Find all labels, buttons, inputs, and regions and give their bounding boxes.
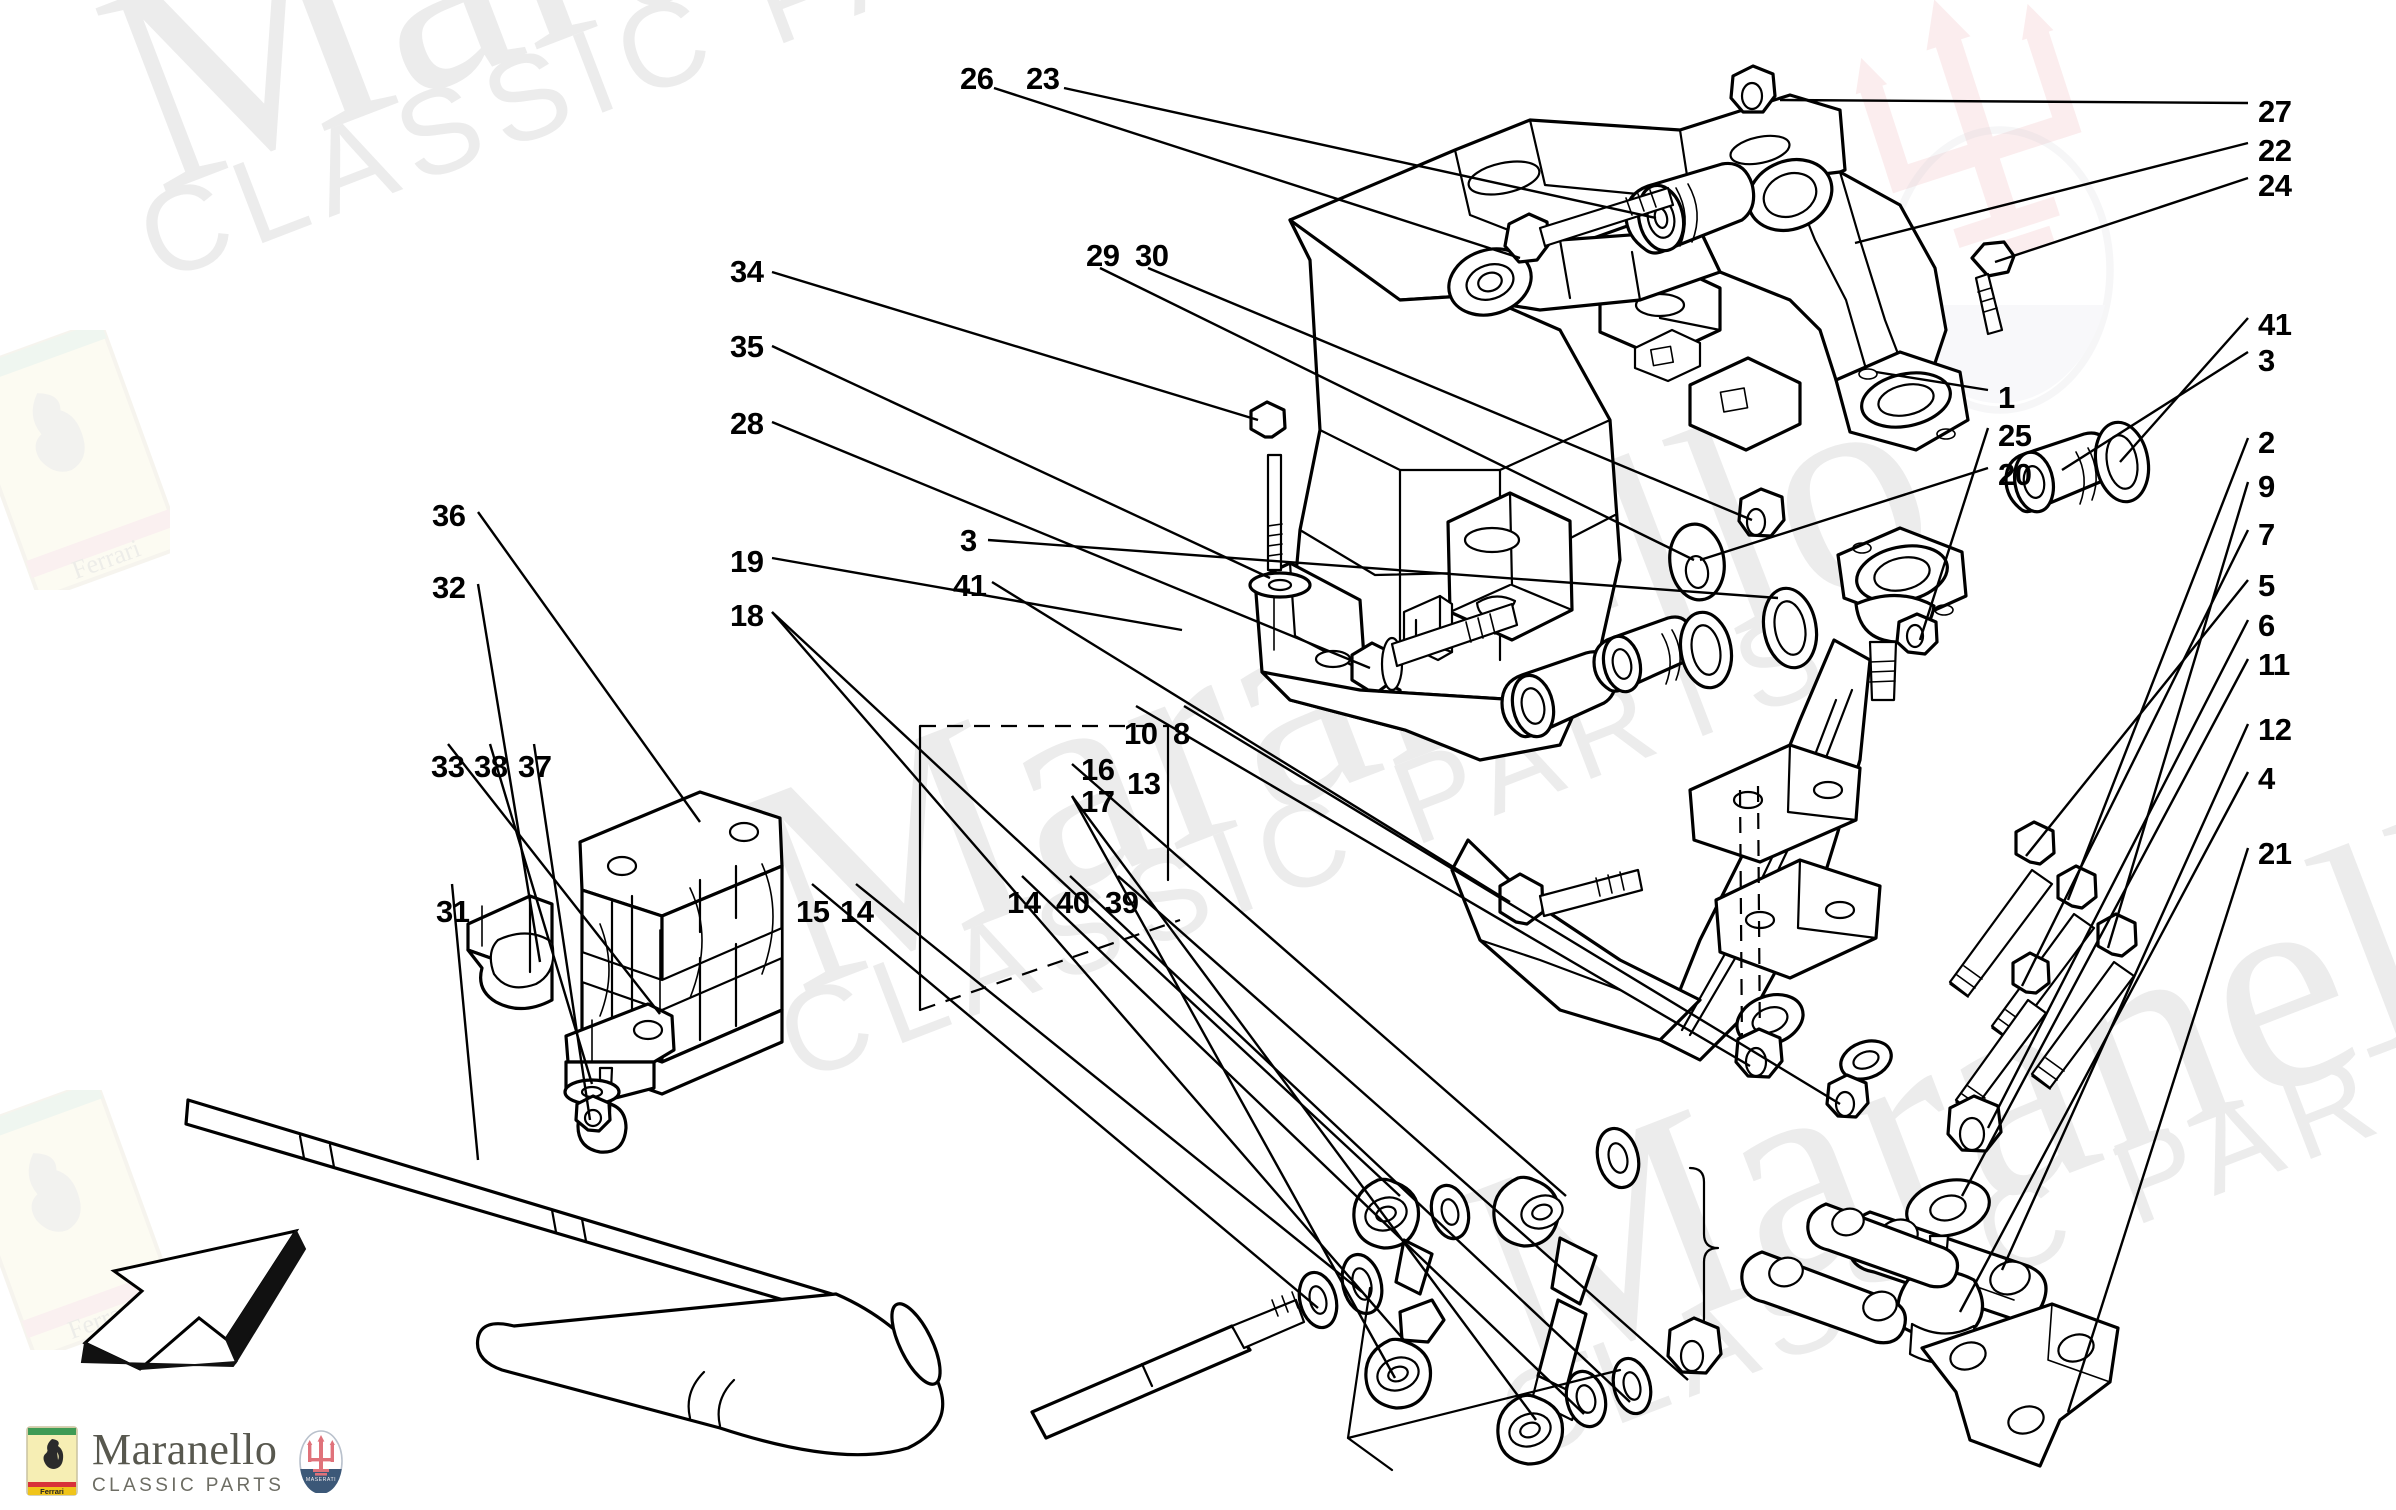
callout-number-16: 16 bbox=[1081, 752, 1115, 787]
svg-text:Ferrari: Ferrari bbox=[40, 1487, 64, 1496]
callout-number-29: 29 bbox=[1086, 238, 1120, 273]
bolt-28 bbox=[1350, 602, 1519, 693]
callout-number-37: 37 bbox=[518, 749, 552, 784]
callout-number-15: 15 bbox=[796, 894, 830, 929]
vehicle-direction-arrow-icon bbox=[80, 1228, 307, 1371]
logo-wordmark: Maranello CLASSIC PARTS bbox=[92, 1424, 285, 1496]
washer-40 bbox=[1611, 1356, 1653, 1416]
callout-number-41: 41 bbox=[2258, 307, 2292, 342]
callout-number-28: 28 bbox=[730, 406, 764, 441]
bushing-sleeve-3-right bbox=[2004, 431, 2114, 514]
wishbone-bushing-23 bbox=[1624, 161, 1756, 255]
callout-number-39: 39 bbox=[1105, 885, 1139, 920]
callout-number-13: 13 bbox=[1127, 766, 1161, 801]
nut-6 bbox=[1946, 1094, 2003, 1153]
callout-number-11: 11 bbox=[2258, 647, 2290, 682]
leader-lines bbox=[447, 86, 2250, 1421]
callout-number-36: 36 bbox=[432, 498, 466, 533]
callout-number-38: 38 bbox=[474, 749, 508, 784]
bolt-7 bbox=[1954, 951, 2051, 1115]
group-18-construction-lines bbox=[1346, 1286, 1622, 1472]
logo-tagline-text: CLASSIC PARTS bbox=[92, 1474, 285, 1496]
callout-number-18: 18 bbox=[730, 598, 764, 633]
callout-number-25: 25 bbox=[1998, 418, 2032, 453]
callout-number-14: 14 bbox=[840, 894, 874, 929]
callout-number-26: 26 bbox=[960, 61, 994, 96]
bolt-41-center bbox=[1498, 868, 1644, 926]
callout-number-23: 23 bbox=[1026, 61, 1060, 96]
callout-number-12: 12 bbox=[2258, 712, 2292, 747]
callout-number-17: 17 bbox=[1081, 784, 1115, 819]
callout-number-30: 30 bbox=[1135, 238, 1169, 273]
rod-end-bearing-18-lower bbox=[1364, 1298, 1446, 1410]
callout-number-3: 3 bbox=[2258, 343, 2275, 378]
callout-number-9: 9 bbox=[2258, 469, 2275, 504]
callout-number-4: 4 bbox=[2258, 761, 2275, 796]
nut-8 bbox=[1825, 1073, 1870, 1119]
nut-39 bbox=[1666, 1316, 1723, 1375]
bushing-group-center bbox=[1500, 586, 1819, 739]
callout-number-7: 7 bbox=[2258, 517, 2275, 552]
callout-number-41: 41 bbox=[953, 568, 987, 603]
washer-15 bbox=[1297, 1270, 1339, 1330]
callout-number-21: 21 bbox=[2258, 836, 2292, 871]
callout-number-1: 1 bbox=[1998, 380, 2015, 415]
callout-number-8: 8 bbox=[1173, 716, 1190, 751]
callout-number-34: 34 bbox=[730, 254, 764, 289]
drop-link-assembly-13 bbox=[1492, 1166, 1720, 1466]
callout-number-22: 22 bbox=[2258, 133, 2292, 168]
washer-29 bbox=[1668, 522, 1726, 602]
nut-27 bbox=[1729, 64, 1777, 114]
callout-number-35: 35 bbox=[730, 329, 764, 364]
anti-roll-bar-31 bbox=[184, 1098, 1306, 1457]
callout-number-6: 6 bbox=[2258, 608, 2275, 643]
callout-number-33: 33 bbox=[431, 749, 465, 784]
washer-35 bbox=[1248, 571, 1312, 599]
group-19-construction-lines bbox=[918, 724, 1181, 1012]
washer-14-right bbox=[1564, 1369, 1608, 1429]
castle-nut-25 bbox=[1895, 612, 1939, 656]
svg-text:MASERATI: MASERATI bbox=[306, 1477, 336, 1483]
logo-brand-text: Maranello bbox=[92, 1424, 278, 1474]
nut-30 bbox=[1737, 487, 1786, 538]
callout-number-10: 10 bbox=[1124, 716, 1158, 751]
washer-11 bbox=[1905, 1178, 1991, 1238]
callout-number-2: 2 bbox=[2258, 425, 2275, 460]
ferrari-shield-icon: Ferrari bbox=[26, 1426, 78, 1496]
maranello-classic-parts-logo[interactable]: Ferrari Maranello CLASSIC PARTS MASERATI bbox=[26, 1426, 344, 1496]
maserati-trident-icon: MASERATI bbox=[299, 1430, 344, 1493]
ball-joint-bracket-21 bbox=[1920, 1302, 2120, 1468]
callout-number-24: 24 bbox=[2258, 168, 2292, 203]
bushing-ring-41-right bbox=[2093, 420, 2151, 504]
rubber-bush-32 bbox=[466, 894, 555, 1011]
callout-number-40: 40 bbox=[1056, 885, 1090, 920]
callout-number-31: 31 bbox=[436, 894, 470, 929]
bolt-34 bbox=[1249, 400, 1287, 651]
callout-number-5: 5 bbox=[2258, 568, 2275, 603]
callout-number-20: 20 bbox=[1998, 457, 2032, 492]
bolt-26 bbox=[1503, 186, 1675, 264]
lower-wishbone bbox=[1450, 638, 1893, 1081]
callout-number-14: 14 bbox=[1007, 885, 1041, 920]
callout-number-3: 3 bbox=[960, 523, 977, 558]
stud-bolt-24 bbox=[1970, 240, 2016, 336]
callout-number-32: 32 bbox=[432, 570, 466, 605]
nut-10 bbox=[1734, 1027, 1784, 1079]
callout-number-19: 19 bbox=[730, 544, 764, 579]
callout-number-27: 27 bbox=[2258, 94, 2292, 129]
